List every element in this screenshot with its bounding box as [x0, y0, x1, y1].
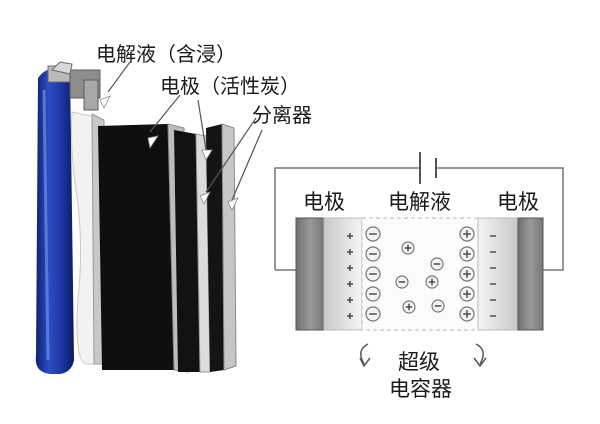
ions	[365, 226, 475, 322]
left-plate	[295, 217, 325, 331]
plus-charge	[347, 297, 353, 303]
plus-charge	[347, 249, 353, 255]
plus-charge	[347, 233, 353, 239]
free-ion	[430, 257, 444, 271]
plus-charge	[347, 313, 353, 319]
arrow-heads	[99, 95, 239, 211]
free-ion	[402, 300, 416, 314]
cell-illustration	[35, 61, 263, 374]
plus-charge	[347, 265, 353, 271]
label-electrolyte-impregnated: 电解液（含浸）	[96, 42, 236, 66]
electrode-sheet-main	[98, 124, 174, 370]
label-electrolyte: 电解液	[388, 190, 451, 214]
terminal-top	[51, 61, 73, 75]
electrode-sheet-2	[174, 130, 200, 372]
free-ion	[425, 275, 439, 289]
label-separator: 分离器	[252, 103, 312, 127]
free-ion	[395, 275, 409, 289]
negative-ion	[365, 286, 381, 302]
negative-ion	[365, 266, 381, 282]
caption-arrows	[359, 343, 487, 368]
free-ion	[431, 299, 445, 313]
negative-ion	[365, 246, 381, 262]
negative-ion	[365, 226, 381, 242]
left-electrode-charges	[347, 233, 353, 319]
right-electrode-charges	[490, 235, 496, 317]
can-highlight	[42, 89, 50, 361]
can-body	[35, 67, 74, 374]
terminal-3	[83, 79, 99, 111]
label-electrode-activated-carbon: 电极（活性炭）	[160, 74, 300, 98]
right-double-layer	[477, 217, 519, 331]
caption-line-2: 电容器	[389, 377, 452, 401]
plus-charge	[347, 281, 353, 287]
right-plate	[517, 217, 544, 331]
label-left-electrode: 电极	[303, 190, 345, 214]
electrolyte-zone	[361, 217, 479, 331]
left-double-layer	[323, 217, 363, 331]
positive-ion	[459, 226, 475, 242]
positive-ion	[459, 246, 475, 262]
positive-ion	[459, 286, 475, 302]
positive-ion	[459, 266, 475, 282]
leader-lines	[107, 61, 263, 201]
negative-ion	[365, 306, 381, 322]
circuit-wire	[274, 167, 564, 271]
schematic	[274, 152, 564, 368]
caption-line-1: 超级	[398, 350, 440, 374]
label-right-electrode: 电极	[497, 190, 539, 214]
free-ion	[401, 241, 415, 255]
outer-sheet	[221, 123, 237, 371]
positive-ion	[459, 306, 475, 322]
